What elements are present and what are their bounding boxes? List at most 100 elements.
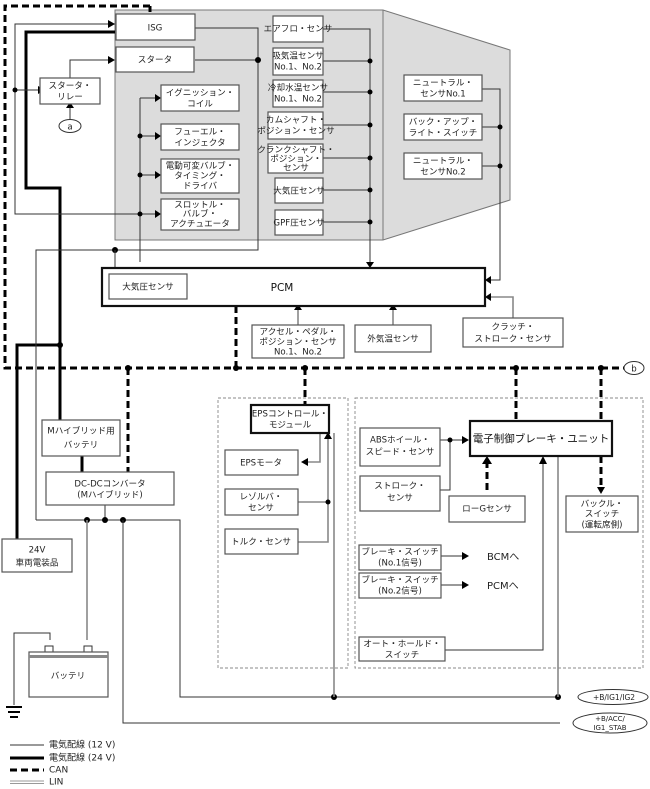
arrow xyxy=(366,262,374,268)
arrow xyxy=(108,20,115,28)
wire-eps-motor xyxy=(308,433,321,463)
wire-isg-starter-return xyxy=(35,27,259,520)
starter-box xyxy=(115,46,195,73)
abs-wheel-label: ABSホイール・ xyxy=(370,435,430,446)
to-bcm-label: BCMへ xyxy=(487,552,519,563)
crank-position-label: センサ xyxy=(283,163,309,174)
neutral-sensor-1-label: ニュートラル・ xyxy=(413,78,473,89)
junction-dot xyxy=(497,163,503,169)
arrow xyxy=(597,487,605,494)
backup-light-switch-box xyxy=(403,113,483,141)
wire-12v-starter-feed xyxy=(14,90,160,215)
ignition-coil-label: イグニッション・ xyxy=(166,87,235,99)
arrow xyxy=(462,552,469,560)
throttle-actuator-label: アクチュエータ xyxy=(170,219,230,230)
eps-module-label: モジュール xyxy=(269,421,312,431)
fuel-injector-box xyxy=(160,123,240,151)
sensor-taps xyxy=(323,58,373,225)
arrow xyxy=(324,432,332,439)
dcdc-converter-box xyxy=(45,471,175,506)
arrow xyxy=(155,132,161,140)
wire-24v-isg xyxy=(24,30,115,420)
baro-sensor-box xyxy=(274,177,324,204)
ambient-temp-sensor-box xyxy=(354,324,432,353)
accel-pedal-label: ポジション・センサ xyxy=(259,337,336,348)
brake-switch-1-label: ブレーキ・スイッチ xyxy=(361,546,438,558)
supply-ig1-ig2-tag xyxy=(577,689,649,705)
wire-ground xyxy=(13,632,51,705)
supply-ig1-ig2-label: +B/IG1/IG2 xyxy=(593,693,635,702)
pcm-label: PCM xyxy=(271,282,294,294)
torque-sensor-label: トルク・センサ xyxy=(231,537,291,548)
cam-position-label: カムシャフト・ xyxy=(266,115,326,126)
arrow xyxy=(155,171,161,179)
junction-dot xyxy=(102,517,108,523)
supply-acc-stab-tag xyxy=(572,712,648,734)
crank-position-label: クランクシャフト・ xyxy=(257,145,334,156)
eps-motor-label: EPSモータ xyxy=(240,458,282,469)
neutral-sensor-1-label: センサNo.1 xyxy=(420,89,466,100)
throttle-actuator-label: バルブ・ xyxy=(183,208,217,220)
junction-dot xyxy=(137,211,143,217)
wire-resolver xyxy=(298,437,329,503)
intake-temp-label: No.1、No.2 xyxy=(274,63,322,73)
cam-position-sensor-box xyxy=(267,111,324,140)
brake-switch-2-label: (No.2信号) xyxy=(378,585,422,597)
clutch-stroke-label: ストローク・センサ xyxy=(474,334,551,345)
abs-wheel-label: スピード・センサ xyxy=(366,447,435,458)
to-pcm-label: PCMへ xyxy=(487,581,519,592)
low-g-sensor-label: ローGセンサ xyxy=(462,504,512,515)
vvt-driver-label: ドライバ xyxy=(183,181,218,192)
arrow xyxy=(155,210,161,218)
battery-icon xyxy=(28,645,109,698)
backup-light-label: ライト・スイッチ xyxy=(409,128,478,139)
marker-a-label: a xyxy=(67,123,72,133)
throttle-actuator-box xyxy=(160,198,240,231)
eps-group xyxy=(217,397,349,669)
legend: 電気配線 (12 V) 電気配線 (24 V) CAN LIN xyxy=(10,739,115,788)
crank-position-sensor-box xyxy=(267,143,324,174)
wire-12v-isg-feed xyxy=(14,23,115,90)
auto-hold-switch-box xyxy=(358,636,446,662)
throttle-actuator-label: スロットル・ xyxy=(174,201,226,211)
dcdc-label: DC-DCコンバータ xyxy=(74,479,145,490)
resolver-label: センサ xyxy=(248,503,274,514)
brake-group xyxy=(354,397,644,669)
starter-label: スタータ xyxy=(138,55,172,66)
buckle-switch-label: スイッチ xyxy=(585,509,619,520)
cam-position-label: ポジション・センサ xyxy=(257,126,334,137)
arrow xyxy=(155,94,161,102)
junction-dot xyxy=(57,342,63,348)
brake-unit-label: 電子制御ブレーキ・ユニット xyxy=(473,432,610,445)
marker-a xyxy=(58,119,82,133)
vvt-driver-box xyxy=(160,158,240,194)
abs-wheel-sensor-box xyxy=(359,427,441,467)
resolver-sensor-box xyxy=(224,488,299,516)
airflow-sensor-box xyxy=(272,15,324,43)
vehicle-24v-label: 車両電装品 xyxy=(16,557,59,569)
legend-label-lin: LIN xyxy=(49,778,63,788)
legend-label-12v: 電気配線 (12 V) xyxy=(49,739,115,751)
wire-autohold xyxy=(445,462,544,651)
arrow xyxy=(66,102,74,108)
arrow xyxy=(485,276,491,284)
buckle-switch-label: バックル・ xyxy=(581,499,624,510)
junction-dot xyxy=(255,57,261,63)
starter-relay-label: リレー xyxy=(57,93,83,103)
pcm-baro-sensor-label: 大気圧センサ xyxy=(122,281,174,293)
crank-position-label: ポジション・ xyxy=(270,154,322,165)
low-g-sensor-box xyxy=(448,495,526,523)
marker-b-label: b xyxy=(631,365,636,375)
arrow xyxy=(301,458,308,466)
arrow xyxy=(462,436,469,444)
junction-dot xyxy=(12,87,18,93)
isg-box xyxy=(115,13,196,41)
stroke-sensor-box xyxy=(359,475,441,512)
starter-relay-box xyxy=(39,77,101,105)
ignition-coil-label: コイル xyxy=(187,100,213,110)
intake-temp-label: 吸気温センサ xyxy=(272,50,324,62)
supply-acc-stab-label: IG1_STAB xyxy=(593,724,626,732)
arrow xyxy=(462,581,469,589)
eps-motor-box xyxy=(224,449,299,476)
